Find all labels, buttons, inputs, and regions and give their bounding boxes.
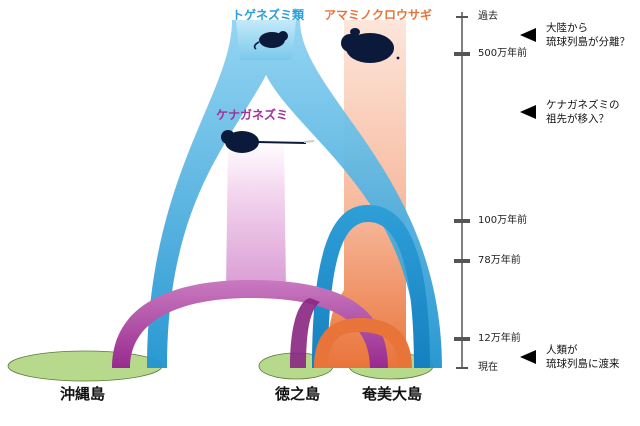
annotation-arrow-3 xyxy=(520,350,536,364)
tick-past: 過去 xyxy=(478,11,498,22)
label-rabbit: アマミノクロウサギ xyxy=(324,8,433,22)
annotation-arrow-2 xyxy=(520,105,536,119)
annotation-humans: 人類が 琉球列島に渡来 xyxy=(546,344,620,370)
annotation-arrow-1 xyxy=(520,28,536,42)
long-haired-rat-lineage-trunk xyxy=(226,140,286,290)
tick-present: 現在 xyxy=(478,362,498,373)
label-tokunoshima: 徳之島 xyxy=(275,385,321,403)
label-amami: 奄美大島 xyxy=(362,385,423,403)
island-okinawa-shape xyxy=(7,350,163,382)
long-haired-rat-icon xyxy=(221,130,315,153)
label-spiny-rat: トゲネズミ類 xyxy=(232,8,305,22)
tick-1m: 100万年前 xyxy=(478,215,528,226)
spiny-rat-icon xyxy=(253,31,288,50)
timeline-ticks xyxy=(454,16,470,369)
tick-5m: 500万年前 xyxy=(478,48,528,59)
tick-120k: 12万年前 xyxy=(478,333,521,344)
spiny-rat-lineage-arc xyxy=(147,20,442,368)
rabbit-lineage-arc xyxy=(314,318,412,368)
long-haired-rat-lineage-arc-2 xyxy=(290,298,320,368)
tick-780k: 78万年前 xyxy=(478,255,521,266)
label-long-haired-rat: ケナガネズミ xyxy=(216,108,289,122)
rabbit-icon xyxy=(341,28,400,63)
annotation-separation: 大陸から 琉球列島が分離？ xyxy=(546,22,630,48)
spiny-rat-sub-arc xyxy=(312,205,430,368)
annotation-ancestor: ケナガネズミの 祖先が移入？ xyxy=(546,99,620,125)
label-okinawa: 沖縄島 xyxy=(60,385,106,403)
